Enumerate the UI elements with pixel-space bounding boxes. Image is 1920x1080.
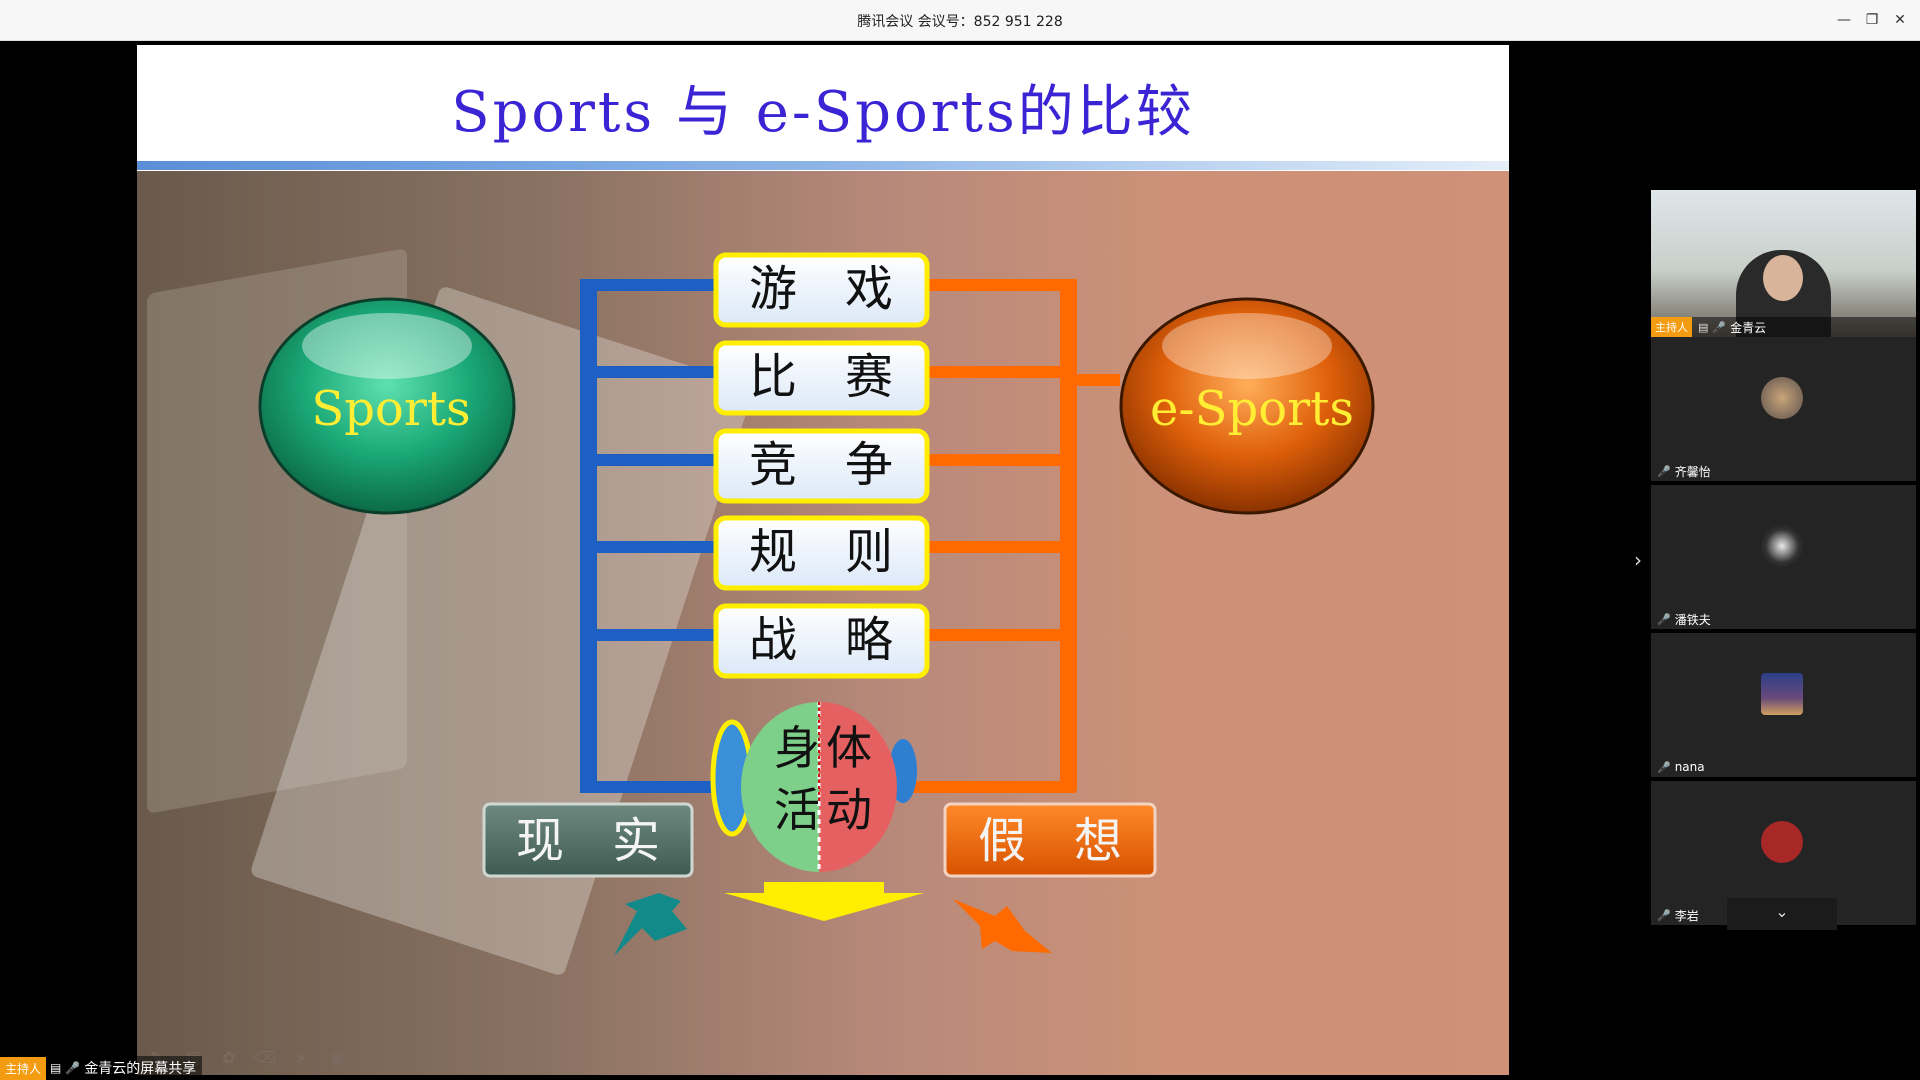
esports-circle [1119, 297, 1375, 515]
center-char-3: 活 [774, 783, 820, 837]
center-char-2: 体 [826, 721, 872, 775]
orange-arrow [953, 899, 1052, 953]
orange-connectors [907, 279, 1120, 793]
participant-name-bar: 主持人 ▤ 🎤 金青云 [1651, 317, 1916, 337]
pointer-icon[interactable]: ➤ [294, 1047, 308, 1067]
slide-body: Sports e-Sports 游 戏 比 赛 竞 争 规 则 战 略 [137, 171, 1509, 1075]
screen-share-icon: ▤ [1698, 320, 1709, 334]
participant-name: 李岩 [1674, 908, 1699, 923]
participant-name: 金青云 [1730, 320, 1767, 335]
item-label: 游 戏 [749, 261, 893, 317]
participant-name: 齐馨怡 [1674, 464, 1711, 479]
restore-icon[interactable]: ❐ [1865, 12, 1879, 28]
body-activity-sphere: 身 体 活 动 [710, 702, 917, 872]
reality-box [482, 802, 694, 878]
item-box [713, 340, 930, 416]
participant-name-bar: 🎤 齐馨怡 [1651, 461, 1916, 481]
participant-tile[interactable]: 🎤 潘铁夫 [1651, 485, 1916, 629]
item-label: 战 略 [749, 612, 893, 668]
sports-label: Sports [311, 381, 470, 437]
reality-label: 现 实 [516, 813, 660, 869]
video-face [1763, 255, 1803, 301]
screen-share-area: Sports 与 e-Sports的比较 [137, 45, 1509, 1075]
mic-muted-icon: 🎤 [1657, 760, 1671, 774]
slide-title: Sports 与 e-Sports的比较 [451, 80, 1195, 145]
mic-icon: 🎤 [65, 1061, 81, 1075]
participant-tile[interactable]: 主持人 ▤ 🎤 金青云 [1651, 190, 1916, 337]
item-label: 规 则 [749, 524, 893, 580]
eraser-icon[interactable]: ⌫ [253, 1047, 277, 1067]
mic-muted-icon: 🎤 [1657, 464, 1671, 478]
minimize-icon[interactable]: — [1837, 12, 1851, 28]
imagination-box [943, 802, 1157, 878]
item-box [713, 428, 930, 504]
chevron-right-icon[interactable]: › [1634, 548, 1642, 572]
title-underline [137, 161, 1509, 170]
item-box [713, 603, 930, 679]
participant-name-bar: 🎤 潘铁夫 [1651, 609, 1916, 629]
sports-circle [258, 297, 516, 515]
imagination-label: 假 想 [978, 813, 1122, 869]
item-box [713, 252, 930, 328]
center-char-1: 身 [774, 721, 820, 775]
participant-name-bar: 🎤 nana [1651, 757, 1916, 777]
avatar [1761, 525, 1803, 567]
blue-connectors [444, 279, 740, 793]
teal-arrow [614, 893, 687, 956]
close-icon[interactable]: ✕ [1894, 12, 1906, 28]
participant-name-bar: 🎤 李岩 [1651, 905, 1916, 925]
slide-title-bar: Sports 与 e-Sports的比较 [137, 45, 1509, 170]
screen-share-icon: ▤ [50, 1061, 62, 1075]
mic-icon: 🎤 [1712, 320, 1727, 334]
chevron-down-icon[interactable]: ⌄ [1727, 898, 1837, 930]
host-badge: 主持人 [1651, 317, 1692, 337]
presenter-label: 金青云的屏幕共享 [84, 1061, 197, 1077]
diagram-svg: Sports e-Sports 游 戏 比 赛 竞 争 规 则 战 略 [258, 252, 1375, 956]
participant-tile[interactable]: 🎤 齐馨怡 [1651, 337, 1916, 481]
palette-icon[interactable]: ✿ [222, 1047, 236, 1067]
mic-muted-icon: 🎤 [1657, 908, 1671, 922]
avatar [1761, 821, 1803, 863]
camera-icon[interactable]: ▣ [329, 1047, 345, 1067]
esports-label: e-Sports [1150, 381, 1354, 437]
avatar [1761, 377, 1803, 419]
item-list: 游 戏 比 赛 竞 争 规 则 战 略 [713, 252, 930, 679]
yellow-arrow [724, 882, 924, 921]
sports-highlight [302, 313, 472, 379]
center-char-4: 动 [826, 783, 872, 837]
item-label: 比 赛 [749, 349, 893, 405]
presenter-tag: 主持人 ▤ 🎤 金青云的屏幕共享 [0, 1056, 203, 1080]
mic-muted-icon: 🎤 [1657, 612, 1671, 626]
avatar [1761, 673, 1803, 715]
participant-name: 潘铁夫 [1674, 612, 1711, 627]
item-label: 竞 争 [749, 437, 893, 493]
esports-highlight [1162, 313, 1332, 379]
participant-name: nana [1674, 760, 1705, 774]
title-bar: 腾讯会议 会议号：852 951 228 — ❐ ✕ [0, 0, 1920, 41]
item-box [713, 515, 930, 591]
host-badge: 主持人 [0, 1056, 47, 1080]
participant-tile[interactable]: 🎤 nana [1651, 633, 1916, 777]
window-title: 腾讯会议 会议号：852 951 228 [857, 14, 1063, 30]
